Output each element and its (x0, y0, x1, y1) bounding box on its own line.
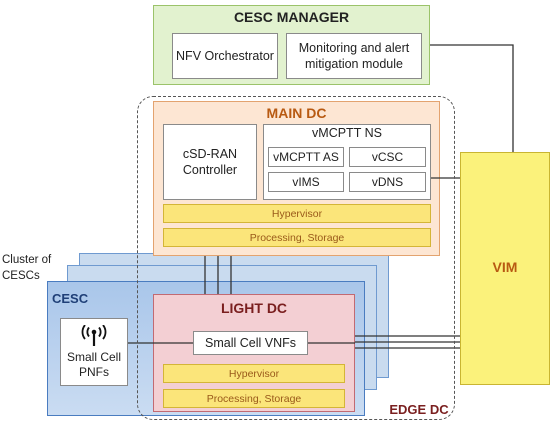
main-dc-title: MAIN DC (266, 105, 327, 121)
small-cell-vnfs-box: Small Cell VNFs (193, 331, 308, 355)
light-dc-hypervisor-layer: Hypervisor (163, 364, 345, 383)
vims-box: vIMS (268, 172, 344, 192)
cluster-of-cescs-label: Cluster of CESCs (2, 254, 52, 282)
nfv-orchestrator-box: NFV Orchestrator (172, 33, 278, 79)
vmcptt-as-box: vMCPTT AS (268, 147, 344, 167)
edge-dc-region (137, 96, 455, 420)
antenna-icon (81, 324, 107, 346)
vcsc-box: vCSC (349, 147, 426, 167)
main-dc-hypervisor-layer: Hypervisor (163, 204, 431, 223)
edge-dc-title: EDGE DC (389, 401, 449, 417)
cesc-title: CESC (52, 291, 89, 306)
light-dc-title: LIGHT DC (220, 300, 288, 316)
monitoring-module-box: Monitoring and alert mitigation module (286, 33, 422, 79)
small-cell-pnfs-box: Small Cell PNFs (60, 318, 128, 386)
cesc-manager-title: CESC MANAGER (233, 9, 350, 25)
vim-label: VIM (492, 259, 518, 275)
vmcptt-ns-title: vMCPTT NS (312, 126, 382, 140)
vdns-box: vDNS (349, 172, 426, 192)
small-cell-pnfs-label: Small Cell PNFs (66, 349, 121, 379)
csd-ran-controller-box: cSD-RAN Controller (163, 124, 257, 200)
light-dc-processing-storage-layer: Processing, Storage (163, 389, 345, 408)
main-dc-processing-storage-layer: Processing, Storage (163, 228, 431, 247)
vim-box (460, 152, 550, 385)
